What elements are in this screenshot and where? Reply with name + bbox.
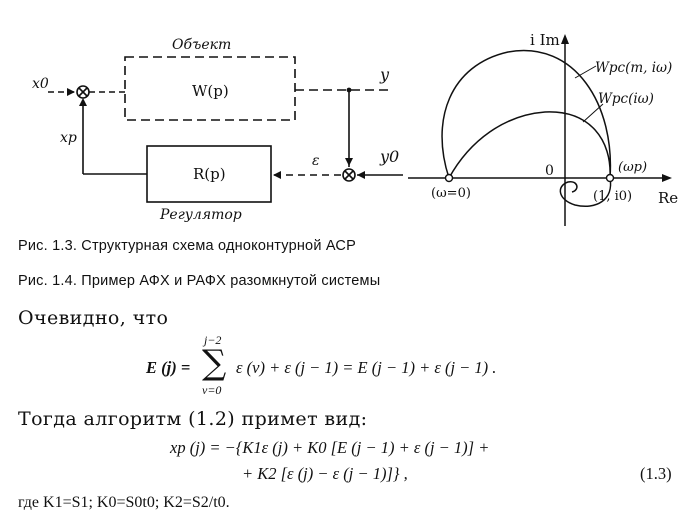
spiral-curve bbox=[559, 177, 612, 207]
error-summing-junction bbox=[342, 168, 356, 182]
output-label: y bbox=[379, 65, 390, 84]
omega-p-label: (ωp) bbox=[618, 160, 647, 175]
feedback-label: xp bbox=[60, 130, 77, 146]
end-label: (1, i0) bbox=[593, 189, 632, 204]
regulator-label: Регулятор bbox=[159, 207, 242, 223]
start-label: (ω=0) bbox=[431, 186, 471, 201]
equation-1-rhs: ε (ν) + ε (j − 1) = E (j − 1) + ε (j − 1… bbox=[236, 358, 497, 377]
plant-transfer-function: W(p) bbox=[192, 82, 229, 100]
paragraph-then: Тогда алгоритм (1.2) примет вид: bbox=[18, 408, 368, 430]
paragraph-where: где K1=S1; K0=S0t0; K2=S2/t0. bbox=[18, 494, 230, 511]
sum-upper-limit: j−2 bbox=[204, 333, 222, 347]
equation-2-line-1: xp (j) = −{K1ε (j) + K0 [E (j − 1) + ε (… bbox=[170, 438, 490, 457]
curve-outer bbox=[441, 49, 612, 179]
curve-inner bbox=[448, 111, 611, 179]
nyquist-plot: i Im Re Wрс(m, iω) Wрс(iω) 0 (ω=0) (1, i… bbox=[408, 31, 678, 226]
curve-label-2: Wрс(iω) bbox=[598, 91, 654, 107]
imag-axis-label: i Im bbox=[530, 31, 560, 49]
origin-label: 0 bbox=[545, 163, 554, 179]
start-point bbox=[444, 173, 454, 183]
setpoint-label: y0 bbox=[379, 147, 399, 166]
critical-point bbox=[605, 173, 615, 183]
figure-1-4-caption: Рис. 1.4. Пример АФХ и РАФХ разомкнутой … bbox=[18, 273, 381, 289]
regulator-transfer-function: R(p) bbox=[193, 165, 226, 183]
plant-block bbox=[124, 56, 296, 121]
input-label: x0 bbox=[32, 76, 49, 92]
curve-label-1: Wрс(m, iω) bbox=[595, 60, 672, 76]
paragraph-obviously: Очевидно, что bbox=[18, 307, 169, 329]
real-axis-label: Re bbox=[658, 189, 678, 207]
equation-1-lhs: E (j) = bbox=[146, 358, 191, 377]
object-label: Объект bbox=[172, 37, 231, 53]
sum-lower-limit: ν=0 bbox=[202, 383, 222, 397]
error-label: ε bbox=[312, 153, 320, 169]
equation-number: (1.3) bbox=[640, 464, 672, 483]
figure-1-3-caption: Рис. 1.3. Структурная схема одноконтурно… bbox=[18, 238, 356, 254]
block-diagram: x0 Объект W(p) y xp R(p) Регулятор ε y0 bbox=[32, 37, 403, 223]
summation-sign: ∑ bbox=[202, 343, 227, 383]
equation-2-line-2: + K2 [ε (j) − ε (j − 1)]} , bbox=[242, 464, 408, 483]
